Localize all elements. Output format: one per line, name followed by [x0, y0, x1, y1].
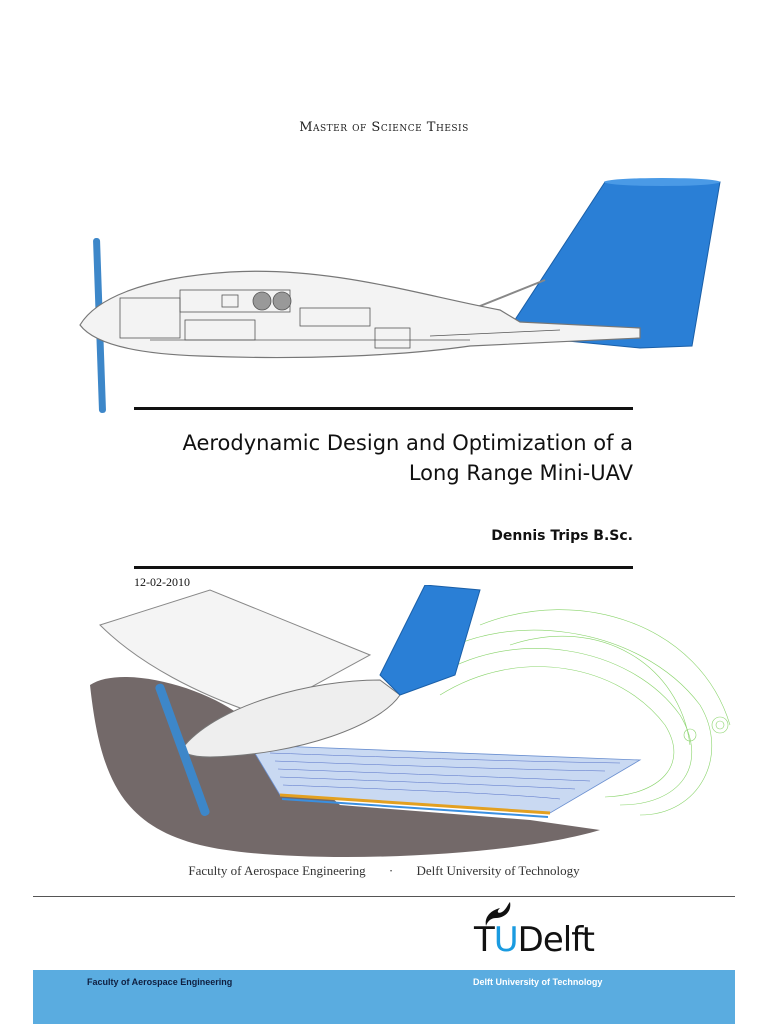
faculty-name: Faculty of Aerospace Engineering — [188, 863, 366, 878]
flame-icon — [485, 902, 511, 926]
title-line-1: Aerodynamic Design and Optimization of a — [182, 431, 633, 455]
internal-components — [119, 289, 561, 349]
logo-t: T — [474, 920, 495, 960]
author-name: Dennis Trips B.Sc. — [491, 528, 633, 544]
title-line-2: Long Range Mini-UAV — [408, 461, 633, 485]
footer-faculty: Faculty of Aerospace Engineering — [87, 977, 233, 987]
propeller-blade-3d — [155, 683, 210, 817]
affiliation-line: Faculty of Aerospace Engineering · Delft… — [0, 863, 768, 879]
uav-side-view-figure — [79, 178, 721, 413]
fuselage — [79, 270, 641, 359]
affiliation-separator: · — [388, 863, 394, 878]
tail-fin-3d — [379, 585, 481, 696]
tudelft-logo: TUDelft — [474, 920, 595, 960]
fuselage-3d — [183, 679, 401, 758]
thesis-type-label: Master of Science Thesis — [299, 120, 469, 135]
university-name: Delft University of Technology — [416, 863, 580, 878]
logo-delft: Delft — [517, 920, 595, 960]
title-top-rule — [134, 407, 633, 410]
tail-fin — [504, 181, 721, 349]
document-date: 12-02-2010 — [134, 575, 190, 589]
document-title: Aerodynamic Design and Optimization of a… — [113, 428, 633, 488]
footer-bar — [33, 970, 735, 1024]
author-bottom-rule — [134, 566, 633, 569]
logo-u: U — [493, 920, 519, 960]
contour-lines — [269, 752, 621, 800]
uav-cfd-figure — [90, 585, 731, 857]
logo-divider — [33, 896, 735, 897]
footer-university: Delft University of Technology — [473, 977, 603, 987]
